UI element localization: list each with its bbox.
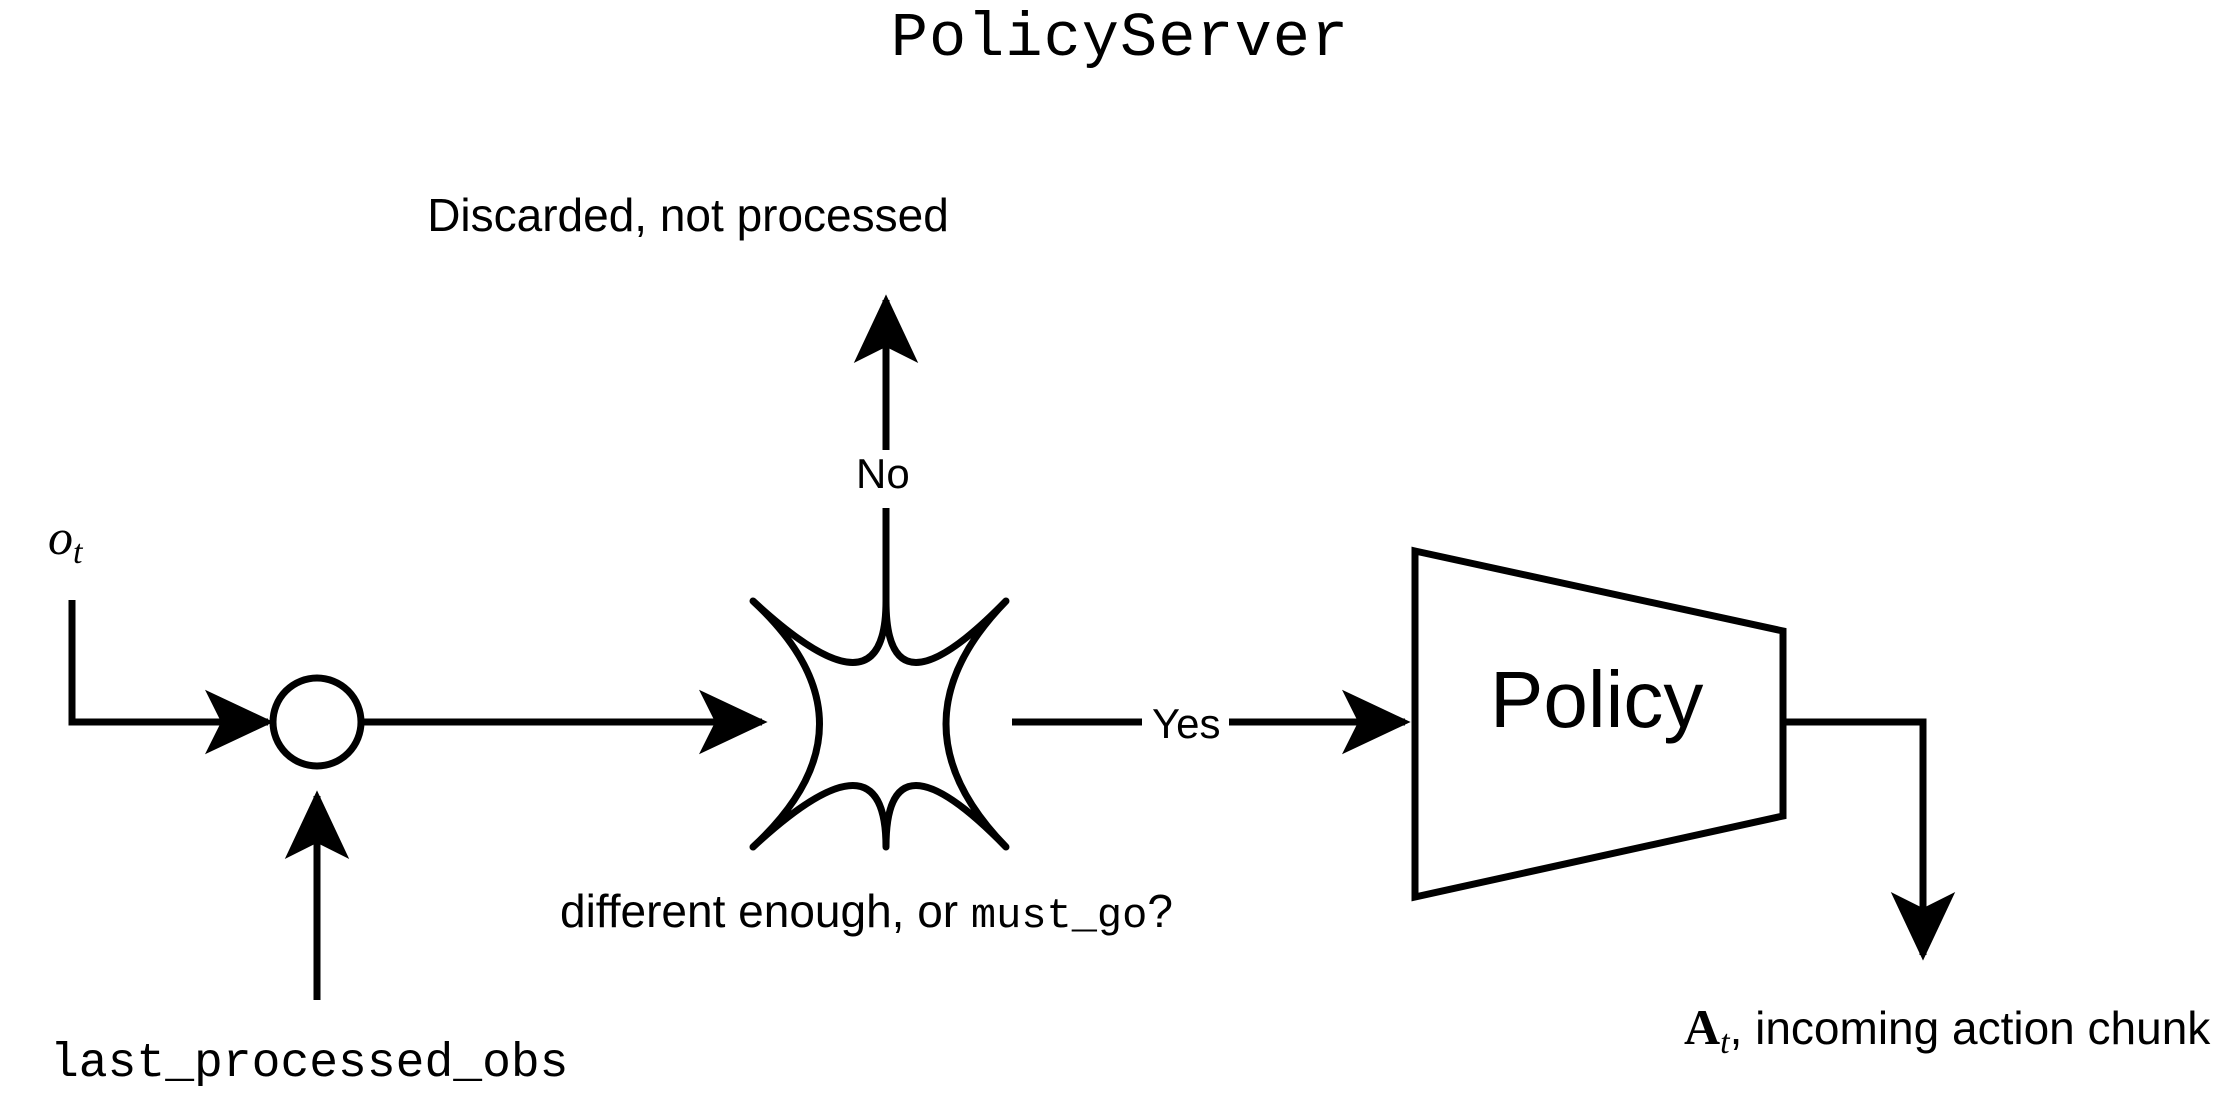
merge-junction-circle bbox=[269, 674, 365, 770]
observation-input-label: ot bbox=[48, 512, 82, 570]
no-branch-label: No bbox=[850, 450, 916, 498]
page-title: PolicyServer bbox=[890, 3, 1350, 74]
observation-symbol: o bbox=[48, 509, 73, 565]
action-symbol: A bbox=[1684, 999, 1721, 1055]
policy-node-label: Policy bbox=[1490, 655, 1704, 744]
last-processed-obs-label: last_processed_obs bbox=[50, 1037, 569, 1091]
decision-question-code: must_go bbox=[970, 892, 1148, 940]
policy-trapezoid-shape bbox=[1411, 546, 1787, 902]
edge-policy-to-action-chunk bbox=[1783, 718, 1956, 961]
decision-question-label: different enough, or must_go? bbox=[560, 888, 1173, 937]
decision-star-shape bbox=[749, 597, 1010, 851]
action-chunk-text: , incoming action chunk bbox=[1729, 1002, 2211, 1054]
observation-subscript: t bbox=[73, 533, 83, 571]
edge-observation-to-junction bbox=[68, 600, 274, 755]
action-chunk-label: At, incoming action chunk bbox=[1684, 1002, 2210, 1060]
discarded-branch-label: Discarded, not processed bbox=[427, 189, 949, 241]
action-subscript: t bbox=[1720, 1023, 1730, 1061]
decision-question-prefix: different enough, or bbox=[560, 885, 971, 937]
yes-branch-label: Yes bbox=[1144, 700, 1229, 748]
decision-question-suffix: ? bbox=[1147, 885, 1173, 937]
